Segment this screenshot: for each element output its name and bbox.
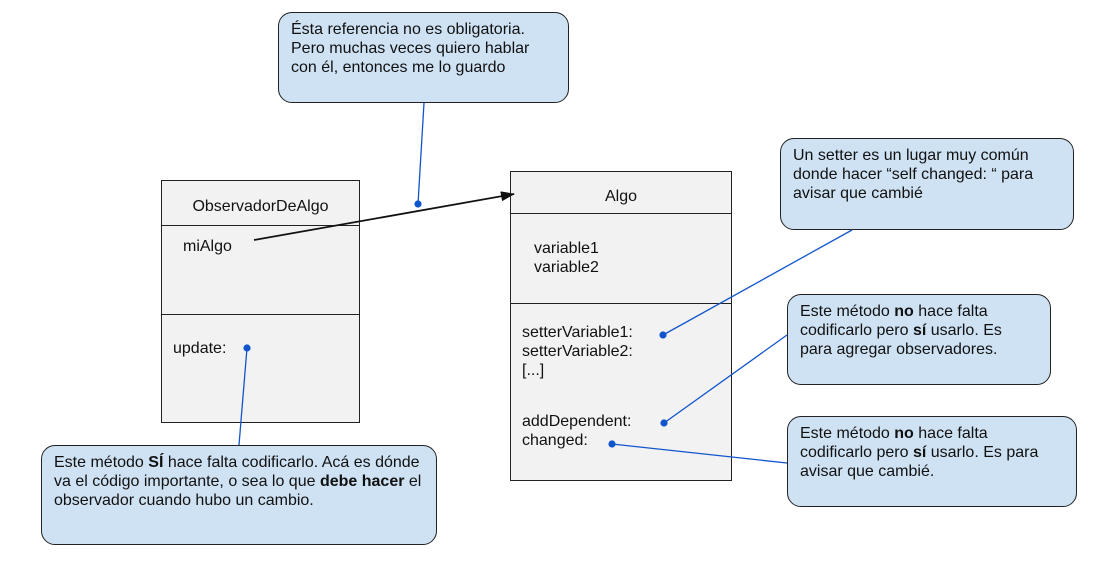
class-divider-name [162,225,359,226]
anchor-dot-add-dependent [660,419,668,427]
leader-setter [662,229,853,336]
note-update-text: Este método [54,454,149,471]
note-add-dependent-bold: no [894,303,914,320]
note-changed-text: Este método [800,425,895,442]
note-reference-optional: Ésta referencia no es obligatoria. Pero … [278,12,569,103]
class-name-observador: ObservadorDeAlgo [192,198,329,215]
note-add-dependent-text: hace falta codificarlo pero [800,303,988,339]
note-add-dependent-bold: sí [912,322,927,339]
class-box-observador: ObservadorDeAlgo miAlgo update: [161,180,360,423]
note-changed: Este método no hace falta codificarlo pe… [787,416,1077,507]
note-setter-text: Un setter es un lugar muy común donde ha… [793,147,1034,202]
note-changed-bold: sí [912,444,927,461]
note-update-text: hace falta codificarlo. Acá es dónde va … [54,454,420,490]
note-reference-text: Ésta referencia no es obligatoria. Pero … [291,21,530,76]
class-divider-attributes [511,303,731,304]
anchor-dot-update [243,344,251,352]
anchor-dot-changed [608,440,616,448]
note-add-dependent-text: usarlo. Es para agregar observadores. [800,322,1002,358]
class-divider-attributes [162,314,359,315]
note-changed-text: usarlo. Es para avisar que cambié. [800,444,1039,480]
class-box-algo: Algo variable1 variable2 setterVariable1… [510,171,732,481]
method-list-setters: setterVariable1: setterVariable2: [...] [522,324,633,379]
note-update-bold: debe hacer [319,473,405,490]
class-divider-name [511,213,731,214]
note-update-bold: SÍ [148,454,164,471]
method-list-observer-protocol: addDependent: changed: [522,413,632,449]
leader-reference [417,102,425,205]
note-changed-bold: no [894,425,914,442]
note-setter: Un setter es un lugar muy común donde ha… [780,138,1074,230]
anchor-dot-setter [659,331,667,339]
note-update: Este método SÍ hace falta codificarlo. A… [41,445,437,545]
association-arrow [253,191,515,241]
attribute-mialgo: miAlgo [183,238,232,255]
note-add-dependent-text: Este método [800,303,895,320]
class-name-algo: Algo [604,188,638,205]
leader-add-dependent [663,334,788,424]
method-update: update: [173,340,227,357]
leader-changed [611,443,788,464]
note-changed-text: hace falta codificarlo pero [800,425,988,461]
anchor-dot-reference [414,200,422,208]
leader-update [238,347,248,446]
note-add-dependent: Este método no hace falta codificarlo pe… [787,294,1051,385]
note-update-text: el observador cuando hubo un cambio. [54,473,422,509]
attribute-list-algo: variable1 variable2 [534,240,599,276]
